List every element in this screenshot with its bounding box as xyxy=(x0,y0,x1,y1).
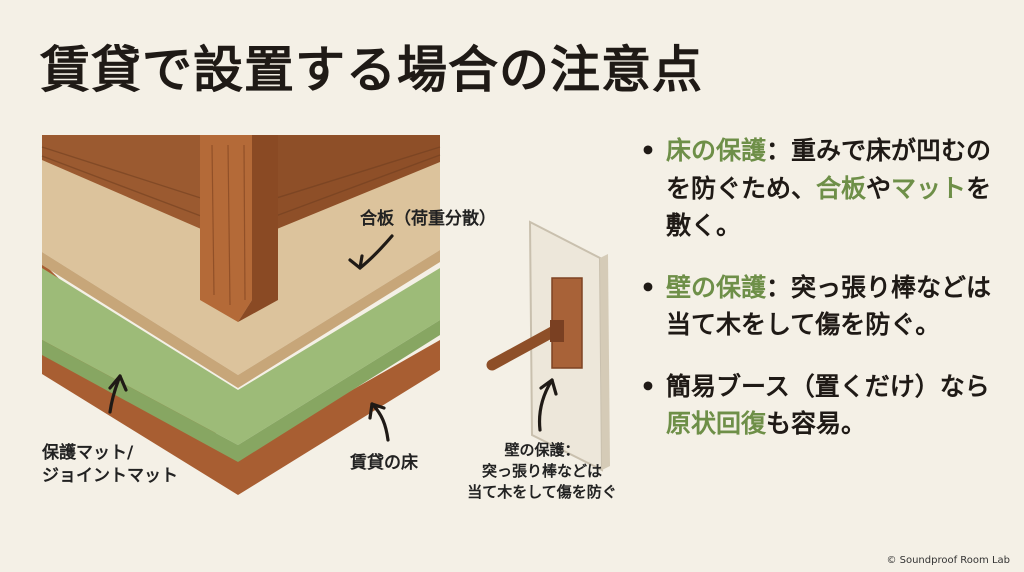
wall-panel-side xyxy=(600,254,610,470)
copyright-credit: © Soundproof Room Lab xyxy=(886,555,1010,566)
mat-label-line2: ジョイントマット xyxy=(42,465,178,486)
bullet-dot: • xyxy=(640,371,656,401)
page-title: 賃貸で設置する場合の注意点 xyxy=(40,41,703,99)
wall-label-line3: 当て木をして傷を防ぐ xyxy=(467,483,617,501)
mat-edge xyxy=(42,320,440,462)
bullet-dot: • xyxy=(640,272,656,302)
booth-pillar-side xyxy=(238,135,278,322)
tension-rod xyxy=(486,324,562,371)
protective-mat xyxy=(42,268,440,445)
mat-label-line1: 保護マット/ xyxy=(42,443,134,463)
plywood-label: 合板（荷重分散） xyxy=(360,209,496,229)
note-restoration: • 簡易ブース（置くだけ）なら原状回復も容易。 xyxy=(640,368,1000,443)
wall-label: 壁の保護： 突っ張り棒などは 当て木をして傷を防ぐ xyxy=(452,440,632,503)
note-heading: 壁の保護 xyxy=(666,272,767,302)
mat-label: 保護マット/ ジョイントマット xyxy=(42,442,178,488)
note-wall-protection: • 壁の保護：突っ張り棒などは当て木をして傷を防ぐ。 xyxy=(640,269,1000,344)
bullet-dot: • xyxy=(640,136,656,165)
wall-label-line2: 突っ張り棒などは xyxy=(481,462,602,480)
note-floor-protection: • 床の保護：重みで床が凹むのを防ぐため、合板やマットを敷く。 xyxy=(640,132,1000,245)
wall-label-line1: 壁の保護： xyxy=(504,441,580,459)
notes-list: • 床の保護：重みで床が凹むのを防ぐため、合板やマットを敷く。 • 壁の保護：突… xyxy=(640,132,1000,467)
label-arrows xyxy=(108,234,558,442)
note-heading: 床の保護 xyxy=(666,136,767,165)
floor-label: 賃貸の床 xyxy=(350,453,418,473)
